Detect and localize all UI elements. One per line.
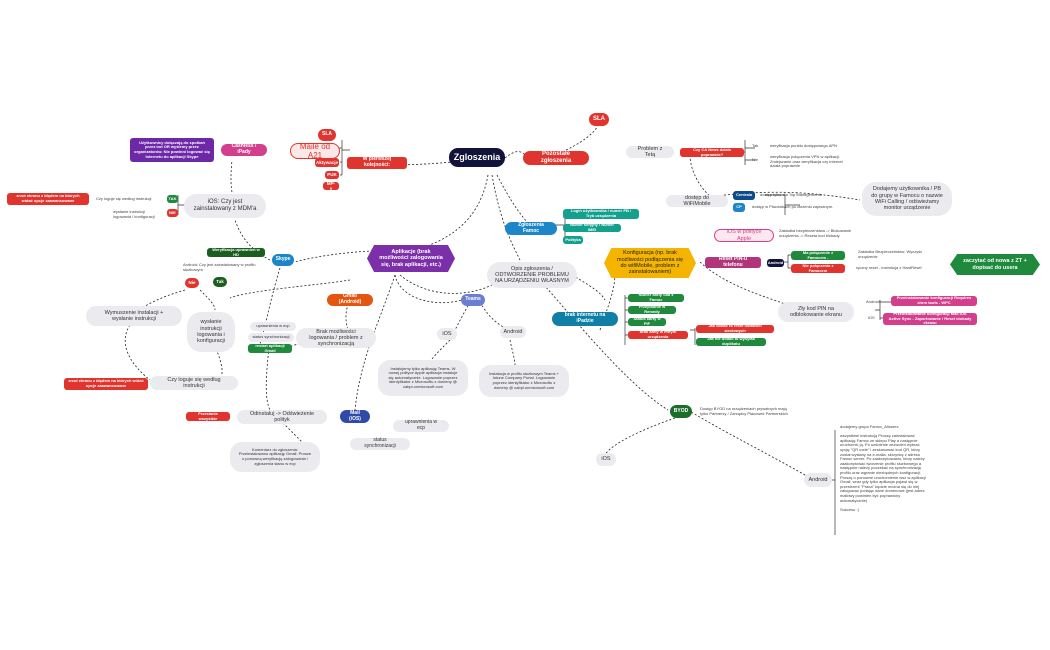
android-teams-note[interactable]: Instalacja w profilu służbowym Teams + I… [479,365,569,397]
w-pierwszej-kolejnosci-node[interactable]: W pierwszej kolejności: [347,156,407,169]
aplikacje-hub-node[interactable]: Aplikacje (brak możliwości zalogowania s… [367,245,455,272]
ios-apple-note-text: Zakładka bezpieczeństwa -> Blokowanie ur… [779,228,852,238]
restart-gmail-node[interactable]: restart aplikacji Gmail [248,343,292,353]
zrzut-ekranu-top-node[interactable]: zrzut ekranu z błędem na których widać o… [7,193,89,205]
byod-ios-node[interactable]: iOS [596,453,616,466]
uprawnienia-ecp-node[interactable]: uprawnienia w ecp [250,322,296,331]
nie-badge-1[interactable]: NIE [167,209,178,217]
famoc-item-login[interactable]: Login użytkownika / numer PB / Tryb urzą… [563,209,639,219]
central-topic-zgloszenia[interactable]: Zgloszenia [449,148,505,167]
komentarz-node[interactable]: Komentarz do zgłoszenia: Przeinstalowano… [230,442,320,472]
problem-tetra-node[interactable]: Problem z Tetą [626,146,674,158]
weryfikacja-polaczenia-text: weryfikacja połączenia VPN w aplikacji. … [770,154,843,169]
przeinstalowanie-ios-node[interactable]: Przeinstalowanie konfiguracji Mail iOS A… [883,311,977,325]
centrala-node[interactable]: Centrala [733,191,755,200]
nie-ma-polaczenia-node[interactable]: Nie połączenia z Famocem [791,263,845,273]
brak-internetu-node[interactable]: brak internetu na iPadzie [552,312,618,326]
zgloszenia-famoc-node[interactable]: Zgłoszenia Famoc [505,222,557,235]
ios-teams-note[interactable]: Instalujemy tylko aplikację Teams. W now… [378,360,468,396]
tak-badge-2[interactable]: Tak [213,277,227,287]
android-badge-node[interactable]: Android [767,259,784,267]
zaczytac-od-nowa-node[interactable]: zaczytać od nowa z ZT + dopisać do usera [950,254,1040,275]
wymuszenie-instalacji-node[interactable]: Wymuszenie instalacji + wysłanie instruk… [86,306,182,326]
uprawnienia-ecp2-node[interactable]: uprawnienia w ecp [393,419,449,432]
centrala-note-text: dostęp tylko dla Top Managementu [760,191,822,197]
nie-badge-2[interactable]: Nie [185,278,199,288]
famoc-item-numer[interactable]: Numer seryjny / Numer IMEI [563,223,621,232]
odinstaluj-node[interactable]: Odinstaluj -> Odświeżenie polityk [237,410,327,424]
aktywacje-node[interactable]: Aktywacje [315,158,339,167]
wyslanie-small-text: wysłanie instrukcji logowania / konfigur… [113,209,155,219]
famoc-item-polityka[interactable]: Polityka [563,236,583,244]
pozostale-zgloszenia-node[interactable]: Pozostałe zgłoszenia [523,151,589,165]
zly-kod-pin-node[interactable]: Zły kod PIN na odblokowanie ekranu [778,302,854,322]
status-sync-node[interactable]: status synchronizacji [248,333,294,342]
ma-polaczenie-node[interactable]: Ma połączenie z Famocem - [791,250,845,260]
cp-note-text: dostęp w Placówkach po złożeniu zapisany… [752,203,834,209]
tak-tetra-text: Tak [752,142,759,148]
jak-dodac-node[interactable]: Jak dodać to reset ustawień sieciowych [696,324,774,333]
przeslanie-wszystkie-node[interactable]: Przesłanie wszystkie [186,411,230,421]
brak-item-status-karty[interactable]: Status karty w PIF [628,317,666,326]
puk-node[interactable]: PUK [325,171,339,179]
sla-node-small[interactable]: SLA [318,129,336,141]
ios-mdm-question[interactable]: iOS: Czy jest zainstalowany z MDM'a [184,194,266,218]
przeinstalowanie-android-node[interactable]: Przeinstalowanie konfiguracji Requires c… [891,296,977,306]
ios-pin-text: iOS [868,314,875,320]
mp-node[interactable]: MP-y [323,181,339,191]
byod-android-node[interactable]: Android [804,473,832,487]
brak-logowania-node[interactable]: Brak możliwości logowania / problem z sy… [296,328,376,348]
zakladka-bezpieczenstwo-text: Zakładka Bezpieczeństwo: Wyczyść urządze… [858,249,923,259]
android-instructions-text: dodajemy grupa Famoc_Allusers wszystkimi… [840,424,926,512]
sla-node-top[interactable]: SLA [589,113,609,126]
reset-pin-node[interactable]: Reset PIN-u telefonu [705,256,761,268]
weryfikacja-punktu-text: weryfikacja punktu dostępowego APN [770,142,837,148]
dodajemy-uzytkownika-node[interactable]: Dodajemy użytkownika / PB do grupy w Fam… [862,182,952,216]
tak-badge-1[interactable]: TAK [167,195,178,203]
gmail-android-node[interactable]: Gmail (Android) [327,293,373,306]
konfiguracja-hub-node[interactable]: Konfiguracja (np. brak możliwości podłąc… [604,248,696,278]
android-teams-node[interactable]: Android [500,326,526,338]
byod-node[interactable]: BYOD [670,405,692,418]
cp-node[interactable]: CP [733,203,745,212]
byod-note-text: Dostęp BYOD na urządzeniach prywatnych m… [700,406,788,416]
nie-tetra-text: Nie [752,156,759,162]
maile-a21-node[interactable]: Maile od A21 [290,142,340,160]
dostep-wifimobile-node[interactable]: dostęp do WiFiMobile [666,195,728,207]
brak-item-brak-karty[interactable]: brak karty w mtryni urządzenia [628,330,688,339]
jak-nie-node[interactable]: Jak nie dodać to wysyłka duplikatu [696,337,766,346]
purple-note-node[interactable]: Użytkownicy dołączają do spotkań przez b… [130,138,214,162]
cashless-ipady-node[interactable]: Cashless / iPady [221,143,267,156]
ios-apple-node[interactable]: iOS w polityce Apple [714,229,774,242]
weryfikacja-uprawnien-node[interactable]: Weryfikacja uprawnień w HD [207,247,265,257]
czy-loguje-top-text: Czy loguje się według instrukcji [96,195,152,201]
brak-item-przepisanie[interactable]: Przepisanie w Remedy [628,305,676,314]
android-pin-text: Android [866,298,880,304]
status-sync2-node[interactable]: status synchronizacji [350,437,410,450]
opis-zgloszenia-node[interactable]: Opis zgłoszenia / ODTWORZENIE PROBLEMU N… [487,262,577,288]
czy-loguje-bottom-node[interactable]: Czy loguje się według instrukcji [150,376,238,390]
ios-teams-node[interactable]: iOS [437,328,457,340]
zrzut-ekranu-bottom-node[interactable]: zrzut ekranu z błędem na których widać o… [64,378,148,390]
mail-ios-node[interactable]: Mail (iOS) [340,410,370,423]
brak-item-numer-karty[interactable]: Numer karty SIM z Famoc [628,293,684,302]
android-note-text: Android: Czy jest zainstalowany w profil… [183,262,256,272]
teams-node[interactable]: Teams [461,294,485,306]
skype-node[interactable]: Skype [272,254,294,266]
wyslanie-instrukcji-node[interactable]: wysłanie instrukcji logowania i konfigur… [187,312,235,352]
reczny-reset-text: ręczny reset - instrukcja z HardReset [856,264,922,270]
czy-ca-news-node[interactable]: Czy CA News działa poprawnie? [680,147,744,157]
